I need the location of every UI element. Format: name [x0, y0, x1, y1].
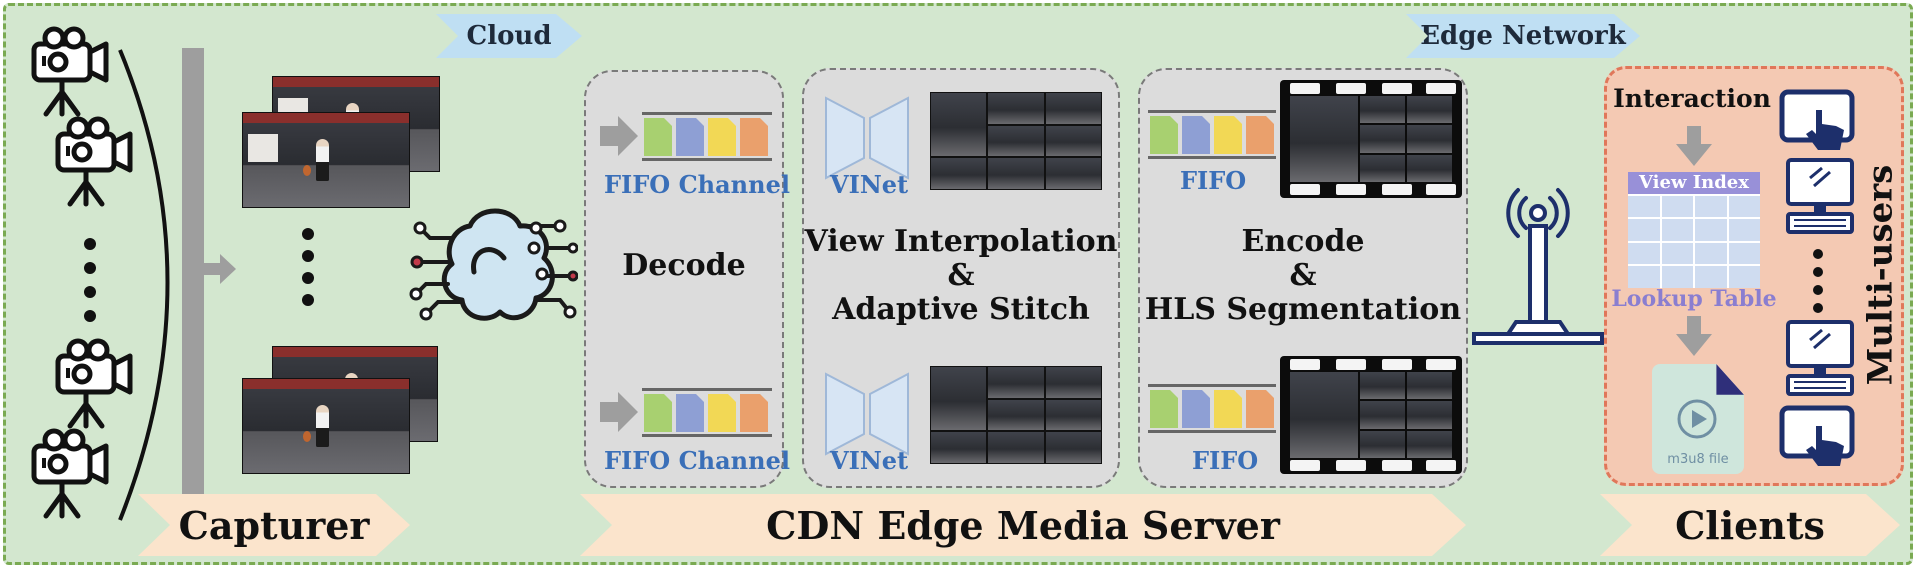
multi-users-label-wrap: Multi-users — [1860, 160, 1900, 390]
play-icon — [1677, 399, 1717, 439]
camera-arc — [118, 49, 170, 521]
camera-icon — [34, 431, 106, 516]
down-arrow — [1676, 316, 1712, 356]
multi-users-label: Multi-users — [1860, 164, 1900, 386]
collector-bar — [182, 48, 204, 494]
edge-network-tag-label: Edge Network — [1420, 21, 1626, 51]
capturer-band: Capturer — [138, 494, 410, 556]
cloud-network-icon — [409, 208, 578, 321]
stitched-view-grid — [930, 366, 1102, 464]
lookup-table-label: Lookup Table — [1611, 286, 1777, 312]
camera-icon — [58, 119, 130, 204]
fifo-queue — [1148, 384, 1276, 433]
interp-title-line3: Adaptive Stitch — [832, 292, 1090, 327]
fifo-label: FIFO — [1180, 166, 1247, 195]
encode-title-line2: & — [1289, 258, 1317, 293]
encoded-film-strip — [1280, 356, 1462, 474]
clients-band-label: Clients — [1675, 502, 1825, 548]
camera-icon — [34, 29, 106, 114]
vinet-model-icon — [825, 96, 909, 180]
ellipsis-dots — [1813, 249, 1823, 313]
desktop-computer-icon — [1786, 320, 1854, 396]
tablet-touch-icon — [1779, 89, 1855, 150]
tablet-touch-icon — [1779, 405, 1855, 466]
fifo-channel-label: FIFO Channel — [604, 170, 790, 199]
captured-frame — [242, 378, 410, 474]
antenna-tower-icon — [1472, 188, 1604, 345]
desktop-computer-icon — [1786, 158, 1854, 234]
cdn-band: CDN Edge Media Server — [580, 494, 1466, 556]
vinet-label: VINet — [830, 170, 909, 199]
interp-title-line1: View Interpolation — [804, 224, 1118, 259]
vinet-label: VINet — [830, 446, 909, 475]
cloud-tag: Cloud — [436, 14, 582, 58]
m3u8-file-label: m3u8 file — [1667, 452, 1729, 467]
clients-band: Clients — [1600, 494, 1900, 556]
collector-arrow — [204, 254, 236, 284]
lookup-table: View Index — [1628, 172, 1760, 288]
camera-icon — [58, 341, 130, 426]
fifo-queue — [600, 112, 772, 161]
view-index-header: View Index — [1628, 172, 1760, 194]
captured-frame — [242, 112, 410, 208]
edge-network-tag: Edge Network — [1406, 14, 1640, 58]
capturer-band-label: Capturer — [178, 502, 370, 548]
fifo-queue — [600, 388, 772, 437]
camera-array — [20, 20, 170, 521]
cloud-tag-label: Cloud — [466, 21, 552, 51]
cdn-band-label: CDN Edge Media Server — [766, 502, 1280, 548]
fifo-label: FIFO — [1192, 446, 1259, 475]
stitched-view-grid — [930, 92, 1102, 190]
interp-title-line2: & — [947, 258, 975, 293]
vinet-model-icon — [825, 372, 909, 456]
down-arrow — [1676, 126, 1712, 166]
encoded-film-strip — [1280, 80, 1462, 198]
fifo-channel-label: FIFO Channel — [604, 446, 790, 475]
encode-title-line3: HLS Segmentation — [1144, 292, 1462, 327]
fifo-queue — [1148, 110, 1276, 159]
interaction-label: Interaction — [1613, 84, 1771, 113]
ellipsis-dots — [302, 228, 314, 306]
encode-title-line1: Encode — [1241, 224, 1365, 259]
decode-title: Decode — [622, 248, 746, 283]
